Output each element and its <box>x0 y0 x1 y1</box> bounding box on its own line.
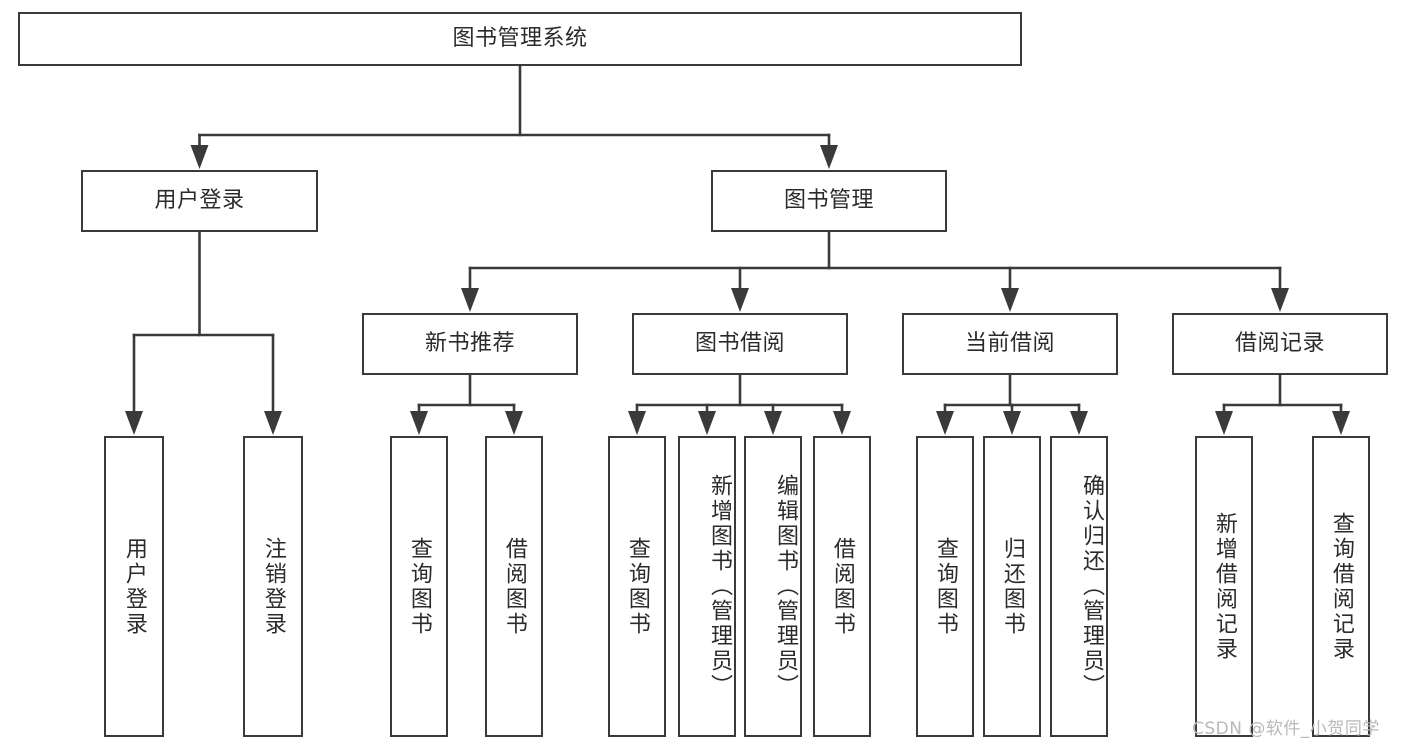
node-label: 图书管理 <box>783 187 874 213</box>
node-book-manage: 图书管理 <box>711 170 947 232</box>
arrowhead-icon <box>461 288 479 312</box>
node-leaf-add-borrow-record: 新增借阅记录 <box>1195 436 1253 737</box>
arrowhead-icon <box>764 411 782 435</box>
node-label: 借阅记录 <box>1234 330 1325 356</box>
node-label: 归还图书 <box>999 536 1025 637</box>
arrowhead-icon <box>628 411 646 435</box>
node-leaf-query-book-2: 查询图书 <box>608 436 666 737</box>
node-label: 注销登录 <box>260 536 286 637</box>
node-leaf-query-book-1: 查询图书 <box>390 436 448 737</box>
arrowhead-icon <box>190 145 209 169</box>
node-label: 借阅图书 <box>829 536 855 637</box>
arrowhead-icon <box>1271 288 1289 312</box>
node-label: 编辑图书（管理员） <box>773 474 798 699</box>
arrowhead-icon <box>1001 288 1019 312</box>
node-label: 确认归还（管理员） <box>1079 474 1104 699</box>
node-label: 查询图书 <box>932 536 958 637</box>
node-new-book-recommend: 新书推荐 <box>362 313 578 375</box>
node-leaf-edit-book-admin: 编辑图书（管理员） <box>744 436 802 737</box>
node-leaf-logout: 注销登录 <box>243 436 303 737</box>
node-user-login: 用户登录 <box>81 170 318 232</box>
arrowhead-icon <box>698 411 716 435</box>
node-leaf-user-login: 用户登录 <box>104 436 164 737</box>
arrowhead-icon <box>936 411 954 435</box>
arrowhead-icon <box>833 411 851 435</box>
node-leaf-return-book: 归还图书 <box>983 436 1041 737</box>
node-leaf-borrow-book-1: 借阅图书 <box>485 436 543 737</box>
arrowhead-icon <box>125 411 143 435</box>
arrowhead-icon <box>1070 411 1088 435</box>
node-label: 图书管理系统 <box>452 25 588 51</box>
node-leaf-query-book-3: 查询图书 <box>916 436 974 737</box>
node-label: 借阅图书 <box>501 536 527 637</box>
arrowhead-icon <box>1332 411 1350 435</box>
node-book-borrow: 图书借阅 <box>632 313 848 375</box>
node-label: 新增借阅记录 <box>1211 511 1237 662</box>
node-current-borrow: 当前借阅 <box>902 313 1118 375</box>
node-label: 图书借阅 <box>694 330 785 356</box>
node-borrow-record: 借阅记录 <box>1172 313 1388 375</box>
arrowhead-icon <box>410 411 428 435</box>
node-leaf-borrow-book-2: 借阅图书 <box>813 436 871 737</box>
node-label: 查询图书 <box>624 536 650 637</box>
node-leaf-add-book-admin: 新增图书（管理员） <box>678 436 736 737</box>
node-label: 用户登录 <box>154 187 245 213</box>
arrowhead-icon <box>505 411 523 435</box>
node-label: 查询借阅记录 <box>1328 511 1354 662</box>
node-leaf-query-borrow-record: 查询借阅记录 <box>1312 436 1370 737</box>
csdn-watermark: CSDN @软件_小贺同学 <box>1192 719 1380 739</box>
arrowhead-icon <box>1003 411 1021 435</box>
arrowhead-icon <box>264 411 282 435</box>
arrowhead-icon <box>820 145 838 169</box>
node-label: 新增图书（管理员） <box>707 474 732 699</box>
arrowhead-icon <box>1215 411 1233 435</box>
arrowhead-icon <box>731 288 749 312</box>
node-label: 当前借阅 <box>964 330 1055 356</box>
node-label: 查询图书 <box>406 536 432 637</box>
node-root: 图书管理系统 <box>18 12 1022 66</box>
node-leaf-confirm-return-admin: 确认归还（管理员） <box>1050 436 1108 737</box>
node-label: 用户登录 <box>121 536 147 637</box>
node-label: 新书推荐 <box>424 330 515 356</box>
